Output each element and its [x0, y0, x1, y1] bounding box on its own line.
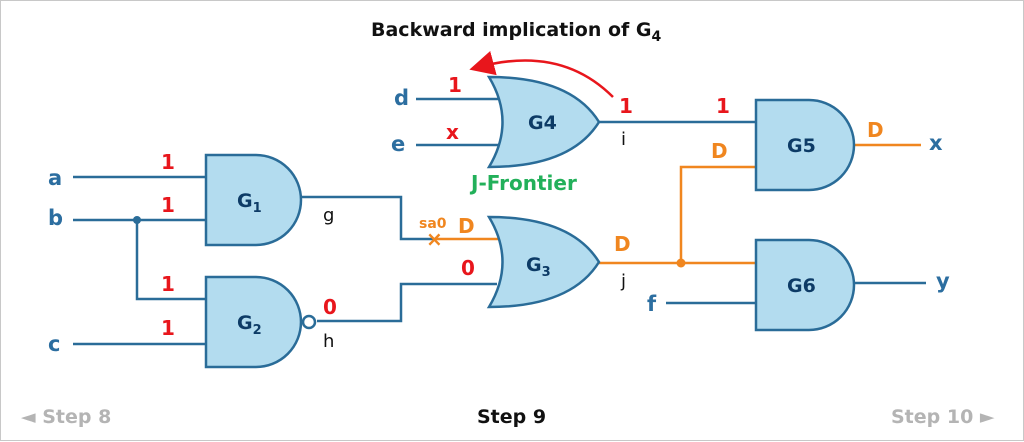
- input-f-label: f: [647, 292, 657, 316]
- next-step-button[interactable]: Step 10 ►: [891, 406, 995, 428]
- input-b-label: b: [48, 206, 63, 230]
- value-c: 1: [161, 316, 175, 340]
- wire-h: [317, 282, 497, 323]
- gate-g3-label: G3: [526, 254, 551, 280]
- input-a-label: a: [48, 166, 62, 190]
- gate-g4-label: G4: [528, 112, 557, 134]
- gate-g4: [486, 75, 601, 169]
- output-y-label: y: [936, 269, 950, 293]
- input-d-label: d: [394, 86, 409, 110]
- j-frontier-label: J-Frontier: [469, 171, 577, 195]
- wire-g: [301, 195, 433, 241]
- gate-g5: [754, 98, 856, 192]
- value-h: 0: [323, 295, 337, 319]
- input-c-label: c: [48, 332, 60, 356]
- gate-g2-inverter-bubble: [301, 314, 317, 330]
- junction-j: [676, 258, 686, 268]
- value-j: D: [614, 232, 631, 256]
- gate-g5-label: G5: [787, 135, 816, 157]
- gate-g1: [204, 153, 303, 247]
- wire-j-branch: [679, 165, 756, 263]
- value-d: 1: [448, 73, 462, 97]
- value-x: D: [867, 118, 884, 142]
- input-e-label: e: [391, 132, 405, 156]
- value-e: x: [446, 120, 459, 144]
- gate-g2: [204, 275, 303, 369]
- wire-b-branch: [135, 220, 206, 301]
- output-x-label: x: [929, 131, 943, 155]
- backward-implication-arrow-icon: [469, 51, 614, 98]
- value-g3-top: D: [458, 214, 475, 238]
- gate-g3: [486, 215, 601, 309]
- gate-g2-label: G2: [237, 312, 262, 338]
- node-i-label: i: [621, 129, 626, 150]
- fault-label: sa0: [419, 216, 447, 232]
- value-i: 1: [619, 94, 633, 118]
- junction-b: [133, 216, 141, 224]
- node-g-label: g: [323, 205, 334, 226]
- prev-step-button[interactable]: ◄ Step 8: [21, 406, 111, 428]
- value-b-g1: 1: [161, 193, 175, 217]
- gate-g6: [754, 238, 856, 332]
- fault-cross-icon: ×: [426, 227, 443, 251]
- node-h-label: h: [323, 331, 334, 352]
- page-title: Backward implication of G4: [371, 19, 662, 45]
- value-b-g2: 1: [161, 272, 175, 296]
- gate-g1-label: G1: [237, 190, 262, 216]
- value-g3-bottom: 0: [461, 256, 475, 280]
- node-j-label: j: [620, 271, 626, 292]
- value-a: 1: [161, 150, 175, 174]
- current-step-label: Step 9: [477, 406, 546, 428]
- gate-g6-label: G6: [787, 275, 816, 297]
- value-g5-top: 1: [716, 94, 730, 118]
- value-g5-bottom: D: [711, 139, 728, 163]
